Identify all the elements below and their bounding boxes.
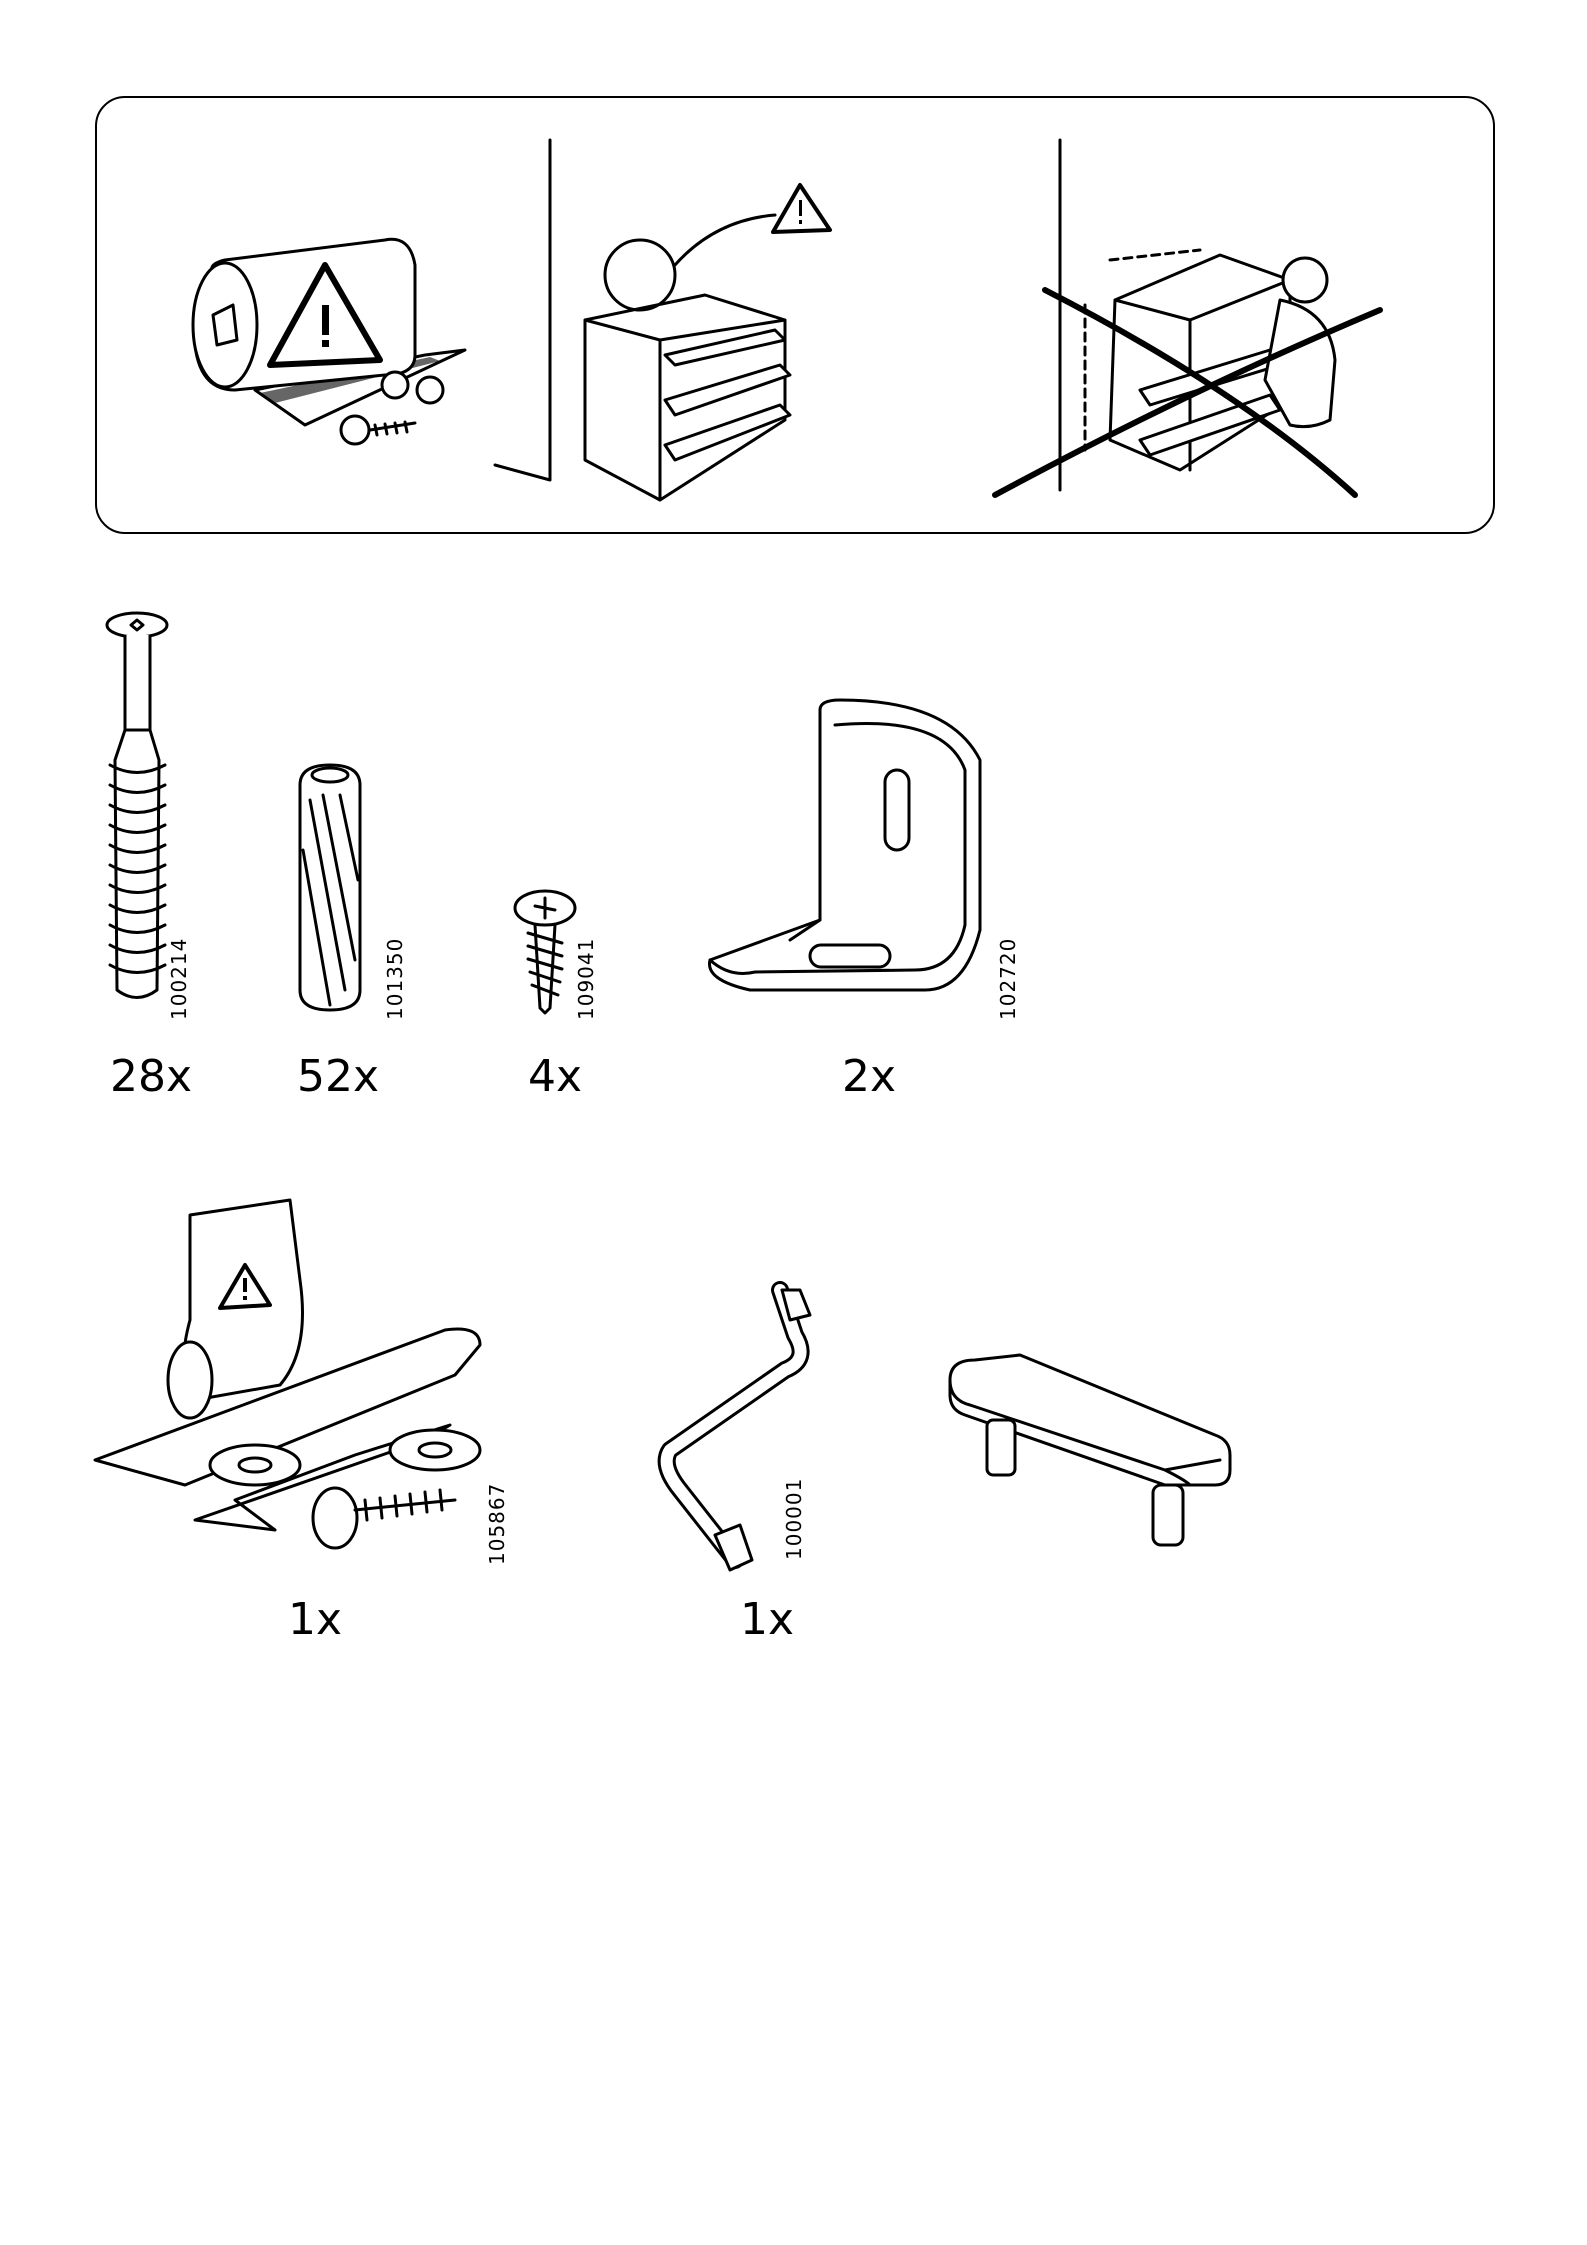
wall-anchor-kit-icon [185,235,485,465]
part-quantity-label: 1x [740,1598,794,1642]
allen-key-icon [660,1290,880,1570]
part-quantity-label: 2x [842,1055,896,1099]
no-climbing-icon [990,140,1390,510]
part-quantity-label: 52x [297,1055,379,1099]
angle-bracket-icon [705,700,995,1000]
part-code-label: 100214 [167,938,191,1020]
drawer-handle-icon [950,1355,1230,1565]
small-screw-icon [510,888,580,1018]
part-code-label: 100001 [782,1478,806,1560]
part-code-label: 101350 [383,938,407,1020]
part-code-label: 102720 [996,938,1020,1020]
part-code-label: 105867 [485,1483,509,1565]
part-code-label: 109041 [574,938,598,1020]
part-quantity-label: 28x [110,1055,192,1099]
dresser-icon [495,140,845,510]
part-quantity-label: 1x [288,1598,342,1642]
wooden-dowel-icon [295,760,375,1015]
part-quantity-label: 4x [528,1055,582,1099]
